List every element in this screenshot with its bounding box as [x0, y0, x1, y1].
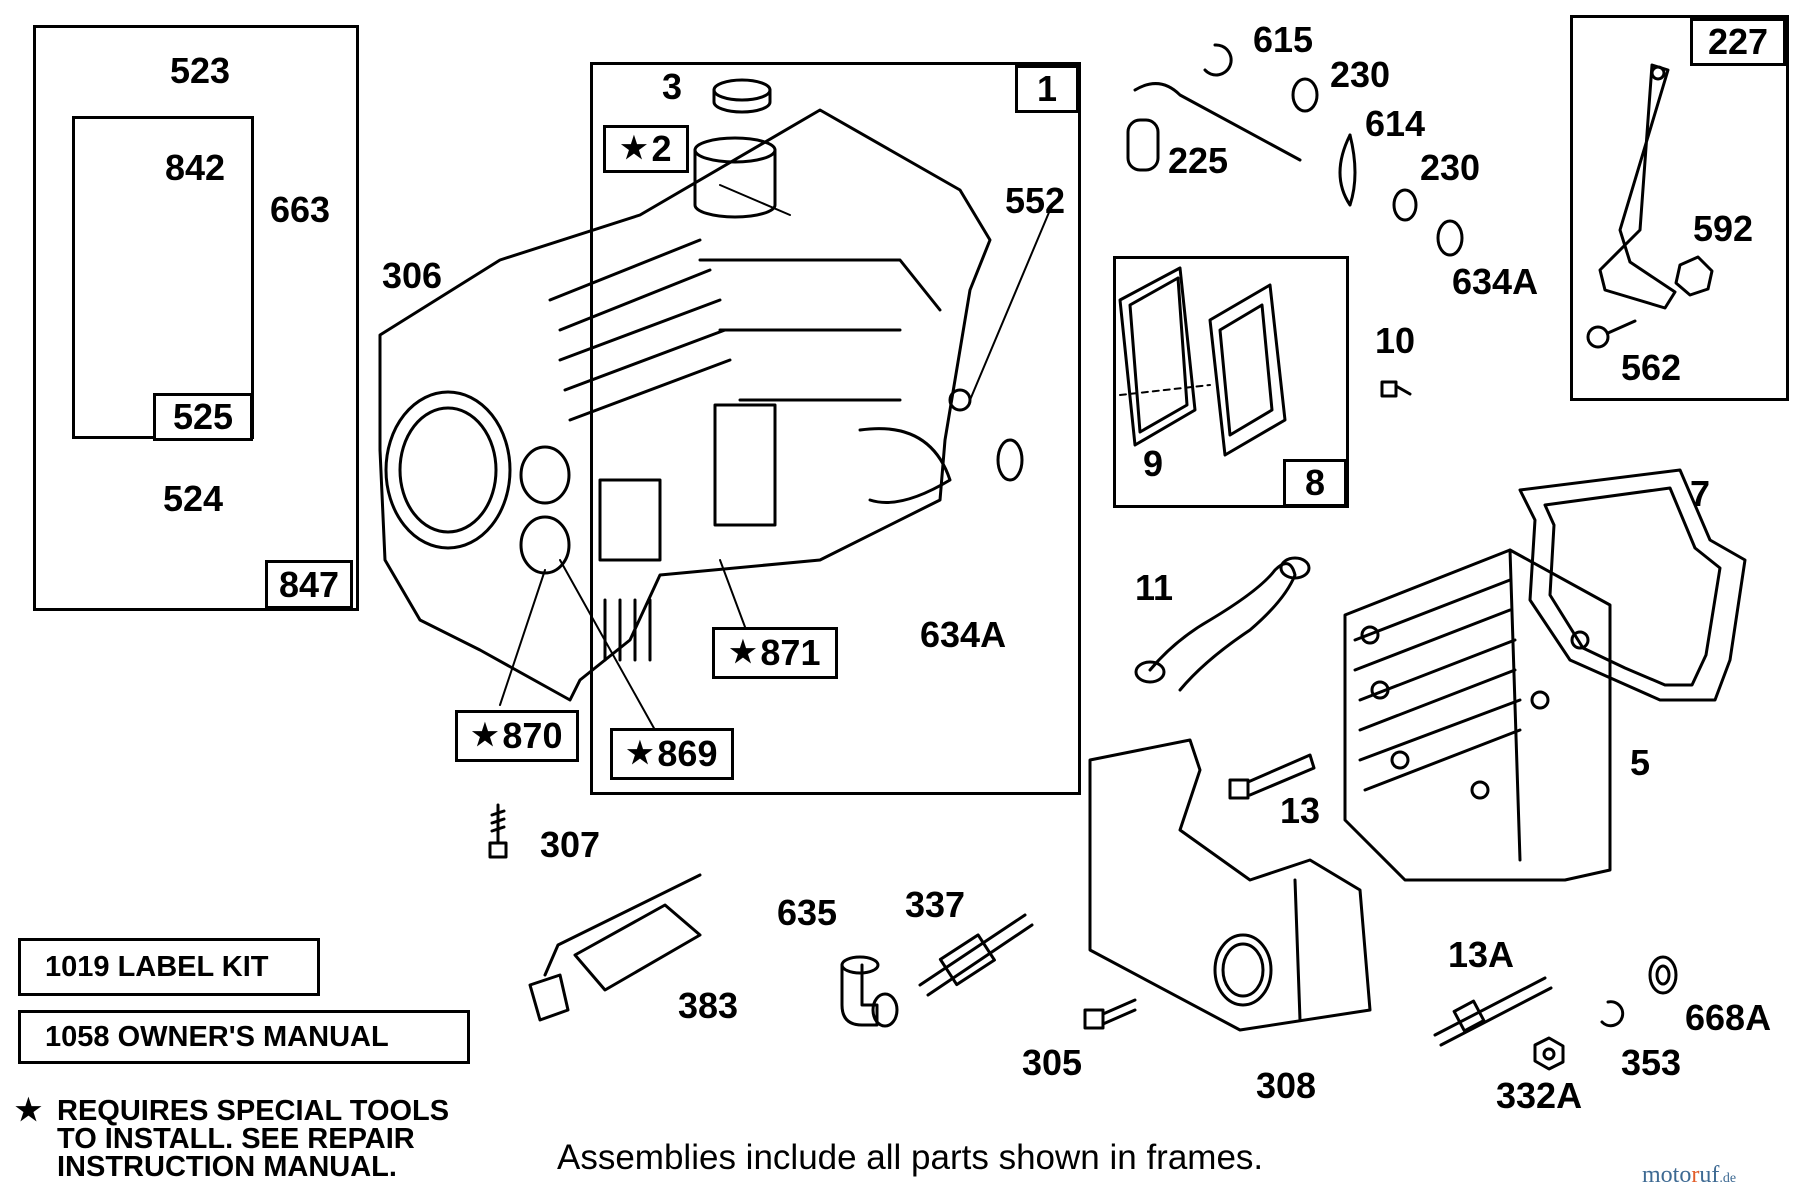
callout-number: 871	[760, 632, 821, 673]
part-label-230-bottom: 230	[1420, 147, 1481, 188]
head-gasket-drawing	[1518, 468, 1747, 702]
stud-13a	[1433, 976, 1553, 1047]
frame-number-525: 525	[153, 393, 253, 441]
star-icon: ★	[471, 719, 499, 752]
leader-lines	[499, 184, 1211, 731]
bolt-307	[488, 803, 508, 859]
part-label-308: 308	[1256, 1065, 1317, 1106]
part-label-614: 614	[1365, 103, 1426, 144]
part-label-7: 7	[1690, 473, 1711, 514]
part-label-842: 842	[165, 147, 226, 188]
bolt-13	[1228, 753, 1316, 800]
elbow-635-drawing	[840, 955, 899, 1028]
part-label-562: 562	[1621, 347, 1682, 388]
part-label-592: 592	[1693, 208, 1754, 249]
part-label-10: 10	[1375, 320, 1416, 361]
star-icon: ★	[620, 132, 648, 165]
part-label-634a-block: 634A	[920, 614, 1007, 655]
frame-number-1: 1	[1015, 65, 1079, 113]
frame-number-227: 227	[1690, 18, 1786, 66]
breather-tube-drawing	[1134, 556, 1311, 692]
part-label-635: 635	[777, 892, 838, 933]
breather-frame	[1113, 256, 1349, 508]
bolt-305	[1083, 998, 1137, 1030]
star-icon: ★	[626, 737, 654, 770]
part-label-306: 306	[382, 255, 443, 296]
star-icon: ★	[15, 1094, 42, 1127]
governor-lever-frame	[1570, 15, 1789, 401]
note-line-3: INSTRUCTION MANUAL.	[57, 1151, 397, 1183]
star-callout-2: ★2	[603, 125, 689, 173]
part-label-523: 523	[170, 50, 231, 91]
spark-plug-drawing	[918, 913, 1034, 997]
cylinder-block-drawing	[378, 78, 1024, 702]
frame-number-8: 8	[1283, 459, 1347, 507]
part-label-11: 11	[1135, 567, 1174, 608]
star-callout-870: ★870	[455, 710, 579, 762]
watermark-suffix: .de	[1719, 1171, 1737, 1186]
special-tools-note: ★ REQUIRES SPECIAL TOOLS TO INSTALL. SEE…	[15, 1094, 450, 1183]
part-label-615: 615	[1253, 19, 1314, 60]
part-label-13a: 13A	[1448, 934, 1515, 975]
frame-number-847: 847	[265, 560, 353, 609]
part-label-353: 353	[1621, 1042, 1682, 1083]
part-label-337: 337	[905, 884, 966, 925]
part-label-3: 3	[662, 66, 683, 107]
part-label-5: 5	[1630, 742, 1651, 783]
star-icon: ★	[729, 636, 757, 669]
note-line-2: TO INSTALL. SEE REPAIR	[57, 1123, 415, 1155]
callout-number: 2	[651, 128, 672, 169]
part-label-663: 663	[270, 189, 331, 230]
cylinder-head-drawing	[1343, 548, 1612, 882]
part-label-524: 524	[163, 478, 224, 519]
part-label-332a: 332A	[1496, 1075, 1583, 1116]
part-label-634a-shaft: 634A	[1452, 261, 1539, 302]
nut-washer-parts	[1533, 955, 1678, 1071]
breather-drawing	[1118, 266, 1412, 457]
dipstick-inner-frame	[72, 116, 254, 439]
anchor-383-drawing	[528, 873, 702, 1022]
shroud-plate-drawing	[1088, 738, 1372, 1032]
part-label-383: 383	[678, 985, 739, 1026]
control-shaft-parts	[1126, 43, 1464, 257]
part-label-552: 552	[1005, 180, 1066, 221]
label-kit-box: 1019 LABEL KIT	[18, 938, 320, 996]
watermark-part: uf	[1699, 1162, 1720, 1188]
governor-lever-drawing	[1586, 63, 1714, 349]
part-label-668a: 668A	[1685, 997, 1772, 1038]
watermark: motoruf.de	[1642, 1162, 1736, 1189]
owners-manual-box: 1058 OWNER'S MANUAL	[18, 1010, 470, 1064]
watermark-part: moto	[1642, 1162, 1692, 1188]
note-line-1: REQUIRES SPECIAL TOOLS	[57, 1095, 450, 1127]
part-label-13: 13	[1280, 790, 1321, 831]
part-label-307: 307	[540, 824, 601, 865]
watermark-part: r	[1691, 1162, 1700, 1188]
star-callout-871: ★871	[712, 627, 838, 679]
assemblies-caption: Assemblies include all parts shown in fr…	[557, 1138, 1264, 1177]
part-label-9: 9	[1143, 443, 1164, 484]
callout-number: 869	[657, 733, 718, 774]
part-label-230-top: 230	[1330, 54, 1391, 95]
part-label-305: 305	[1022, 1042, 1083, 1083]
part-label-225: 225	[1168, 140, 1229, 181]
callout-number: 870	[502, 715, 563, 756]
cylinder-frame	[590, 62, 1081, 795]
star-callout-869: ★869	[610, 728, 734, 780]
